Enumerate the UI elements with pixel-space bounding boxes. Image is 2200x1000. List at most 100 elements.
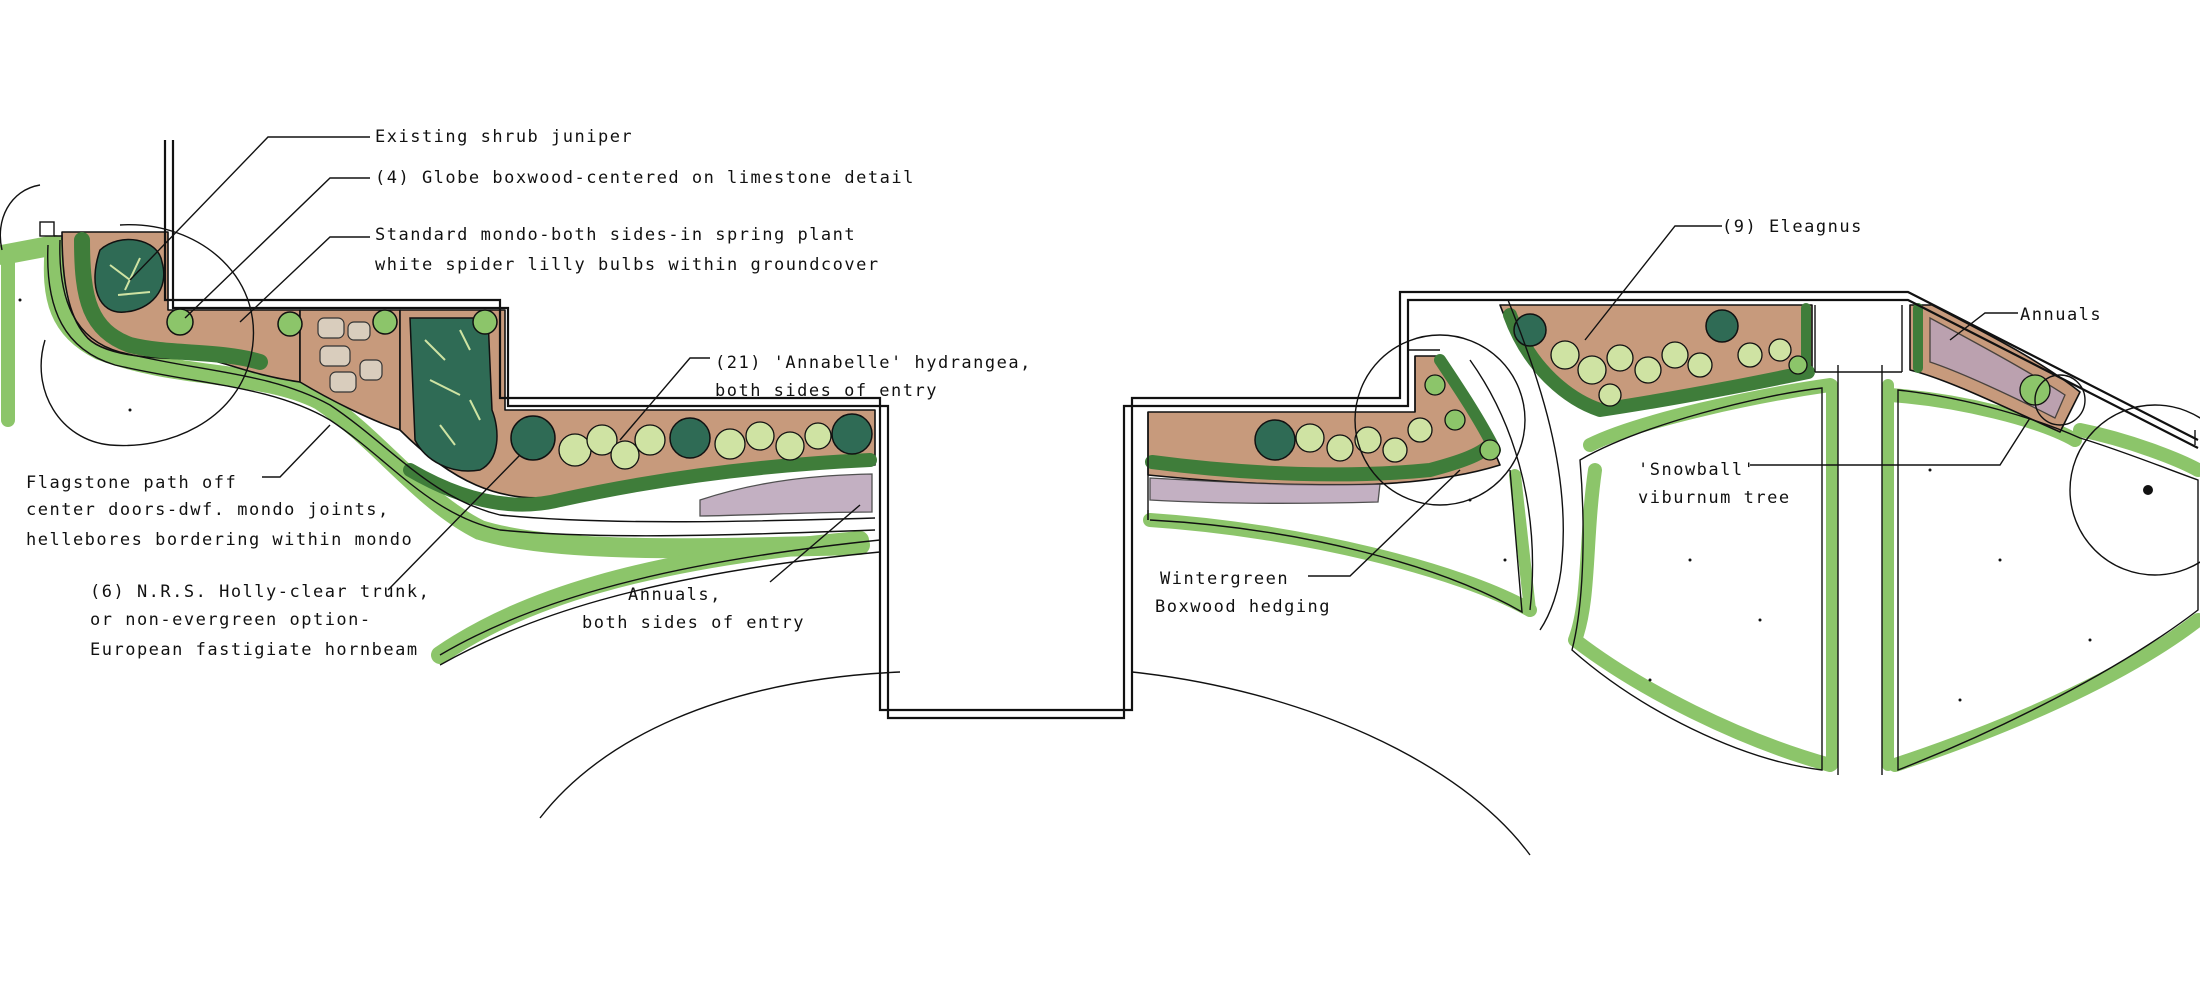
leader-holly <box>387 454 521 591</box>
holly-trees <box>510 309 1739 461</box>
lawn-stipple <box>18 298 2092 702</box>
hedge-left-corner <box>74 232 268 370</box>
accent-shrub <box>1444 409 1466 431</box>
hedge-right-entry-top <box>1145 438 1497 482</box>
lawn-edge-viburnum-top <box>1583 378 1837 452</box>
leader-lines <box>129 136 2031 591</box>
annuals-left <box>699 473 873 517</box>
label-annuals-left-line2: both sides of entry <box>582 613 805 633</box>
lawn-edge-mid-right-2 <box>1509 469 1536 616</box>
label-wintergreen-line1: Wintergreen <box>1160 569 1289 589</box>
sidewalk-left-inner <box>59 239 876 523</box>
drive-curve-left <box>439 551 881 666</box>
canopy-annuals-right <box>2034 374 2086 426</box>
lawn-dot <box>1998 558 2002 562</box>
wall-left-stub <box>54 235 63 240</box>
hydrangea <box>714 428 746 460</box>
flagstone-2 <box>347 321 371 341</box>
lawn-edge-left-curve <box>431 531 869 664</box>
label-juniper: Existing shrub juniper <box>375 127 633 147</box>
labels: Existing shrub juniper (4) Globe boxwood… <box>26 127 2101 660</box>
flagstone-4 <box>329 371 357 393</box>
hydrangea <box>1354 426 1382 454</box>
hydrangea <box>775 431 805 461</box>
lawn-dot <box>128 408 132 412</box>
label-viburnum-line1: 'Snowball' <box>1638 460 1755 480</box>
canopy-right-entry <box>1354 334 1526 506</box>
lawn-dot <box>1928 468 1932 472</box>
lawn-right-outline <box>1897 389 2199 772</box>
walk-center-lines <box>1837 365 1883 775</box>
eleagnus <box>1598 383 1622 407</box>
mondo-texture <box>424 329 481 446</box>
leader-mondo <box>239 236 370 323</box>
leader-eleagnus <box>1584 225 1722 341</box>
lawn-dot <box>18 298 22 302</box>
juniper-canopy <box>40 224 255 447</box>
holly-tree <box>669 417 711 459</box>
hedges <box>74 232 1923 512</box>
accent-shrub <box>1479 439 1501 461</box>
leader-juniper <box>129 136 370 281</box>
leader-viburnum <box>1750 417 2031 466</box>
eleagnus <box>1634 356 1662 384</box>
flagstone-path <box>317 317 383 393</box>
leader-wintergreen <box>1308 469 1461 577</box>
eleagnus <box>1687 352 1713 378</box>
eleagnus <box>1661 341 1689 369</box>
eleagnus <box>1550 340 1580 370</box>
lawn-dot <box>2088 638 2092 642</box>
label-hydrangea-line1: (21) 'Annabelle' hydrangea, <box>715 353 1032 373</box>
wall-left-inner <box>171 140 2199 720</box>
hydrangea <box>804 422 832 450</box>
juniper-shrub <box>94 238 165 313</box>
globe-boxwood <box>472 309 498 335</box>
mondo-large-block <box>409 317 498 472</box>
globe-boxwood <box>277 311 303 337</box>
holly-tree <box>1254 419 1296 461</box>
notch-box <box>1814 305 1903 373</box>
hedge-left-long <box>403 453 877 512</box>
annuals-right-entry <box>1149 477 1381 504</box>
leader-hydrangea <box>619 357 710 441</box>
hedge-eleagnus <box>1503 308 1815 417</box>
globe-boxwood <box>166 308 194 336</box>
eleagnus <box>1577 355 1607 385</box>
label-flagstone-line1: Flagstone path off <box>26 473 237 493</box>
hydrangea <box>634 424 666 456</box>
lawn-viburnum-outline <box>1571 387 1823 771</box>
label-flagstone-line2: center doors-dwf. mondo joints, <box>26 500 390 520</box>
leader-flagstone <box>262 424 331 478</box>
holly-tree <box>1513 313 1547 347</box>
label-eleagnus: (9) Eleagnus <box>1722 217 1863 237</box>
accent-shrub <box>1424 374 1446 396</box>
accent-shrub <box>1788 355 1808 375</box>
lawn-dot <box>1468 498 1472 502</box>
walk-right-1 <box>1507 299 1565 631</box>
mondo-block <box>409 317 498 472</box>
lawn-edge-viburnum-left <box>1568 463 1837 772</box>
hydrangea <box>1295 423 1325 453</box>
motor-court-arc <box>539 671 1531 856</box>
lawn-edge-far-right <box>2073 423 2200 477</box>
label-mondo-line1: Standard mondo-both sides-in spring plan… <box>375 225 856 245</box>
holly-tree <box>510 415 556 461</box>
flagstone-3 <box>319 345 351 367</box>
label-flagstone-line3: hellebores bordering within mondo <box>26 530 413 550</box>
holly-tree <box>1705 309 1739 343</box>
lawn-edge-left-outer <box>0 235 870 559</box>
label-holly-line3: European fastigiate hornbeam <box>90 640 419 660</box>
lawn-dot <box>1758 618 1762 622</box>
eleagnus-group <box>1550 338 1792 407</box>
globe-boxwood <box>372 309 398 335</box>
lawn-dot <box>1958 698 1962 702</box>
building-walls <box>39 140 2199 720</box>
wall-left-outer <box>163 140 2199 712</box>
existing-tree-left <box>0 184 41 251</box>
hydrangea <box>1407 417 1433 443</box>
lawn-edge-right-bottom <box>1888 613 2200 772</box>
lawn-dot <box>1648 678 1652 682</box>
drive-curve-left-2 <box>439 539 881 656</box>
canopy-viburnum <box>2069 404 2200 576</box>
